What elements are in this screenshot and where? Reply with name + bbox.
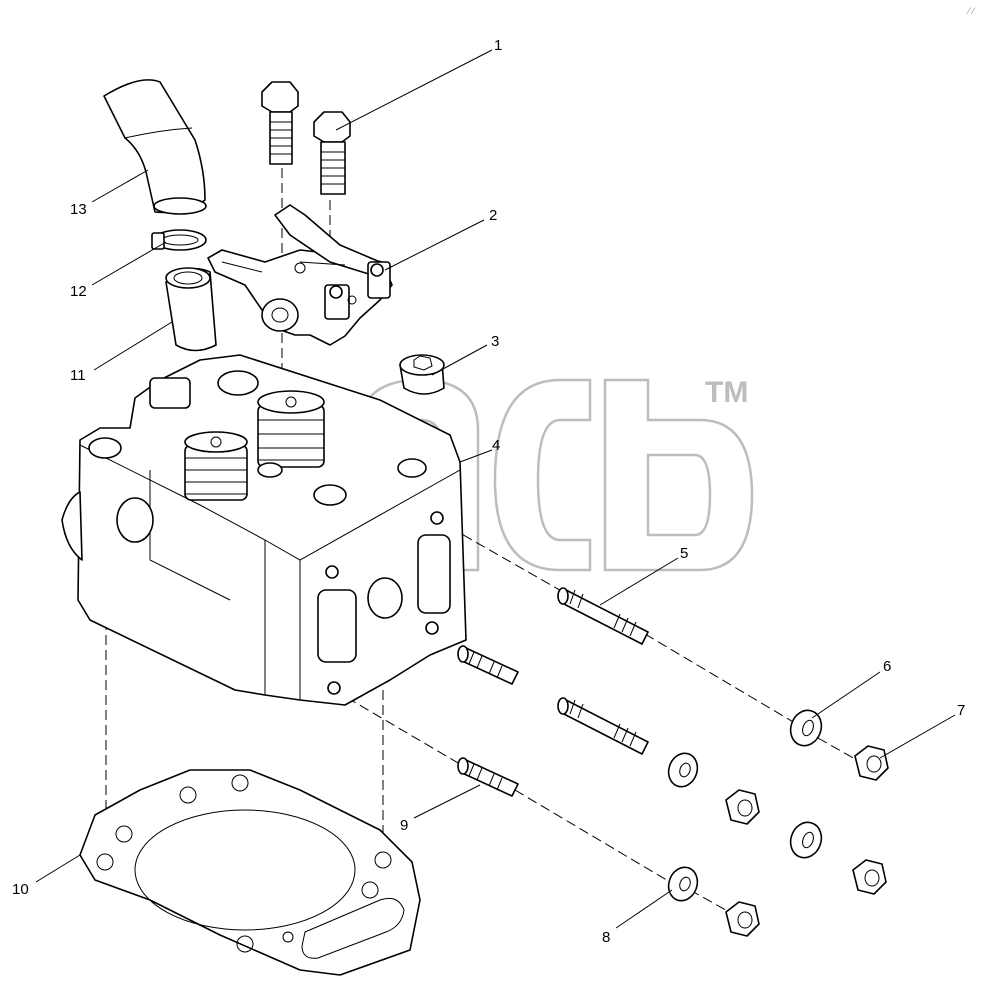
callout-3: 3 bbox=[491, 333, 499, 350]
nut-4 bbox=[725, 901, 760, 937]
rocker-arm-assembly bbox=[207, 204, 393, 346]
washer-4 bbox=[667, 866, 699, 902]
stud-short-upper bbox=[457, 645, 519, 685]
plug-part bbox=[399, 354, 445, 395]
washer-2 bbox=[667, 752, 699, 788]
nut-1 bbox=[854, 745, 889, 781]
nut-3 bbox=[852, 859, 887, 895]
callout-9: 9 bbox=[400, 817, 408, 834]
stud-long-upper bbox=[557, 587, 649, 645]
bolt-left bbox=[261, 81, 299, 165]
callout-5: 5 bbox=[680, 545, 688, 562]
callout-8: 8 bbox=[602, 929, 610, 946]
stud-long-lower bbox=[557, 697, 649, 755]
stud-short-lower bbox=[457, 757, 519, 797]
callout-10: 10 bbox=[12, 881, 29, 898]
callout-7: 7 bbox=[957, 702, 965, 719]
callout-13: 13 bbox=[70, 201, 87, 218]
callout-6: 6 bbox=[883, 658, 891, 675]
callout-12: 12 bbox=[70, 283, 87, 300]
bolt-right bbox=[313, 111, 351, 195]
callout-labels: 1 2 3 4 5 6 7 8 9 10 11 12 13 bbox=[12, 37, 965, 946]
washer-1 bbox=[789, 709, 823, 747]
cylinder-head-part bbox=[61, 354, 467, 706]
valve-spring-left bbox=[184, 431, 248, 501]
corner-mark: ⁄ ⁄ bbox=[966, 7, 976, 17]
hose-clamp-part bbox=[151, 229, 207, 251]
sleeve-part bbox=[165, 267, 217, 352]
callout-4: 4 bbox=[492, 437, 500, 454]
callout-11: 11 bbox=[70, 367, 86, 384]
trademark-text: TM bbox=[705, 376, 748, 409]
gasket-part bbox=[79, 769, 421, 976]
nut-2 bbox=[725, 789, 760, 825]
callout-2: 2 bbox=[489, 207, 497, 224]
callout-1: 1 bbox=[494, 37, 502, 54]
valve-spring-right bbox=[257, 390, 325, 468]
leader-lines bbox=[35, 49, 956, 929]
hose-part bbox=[103, 79, 207, 215]
washer-3 bbox=[789, 821, 823, 859]
